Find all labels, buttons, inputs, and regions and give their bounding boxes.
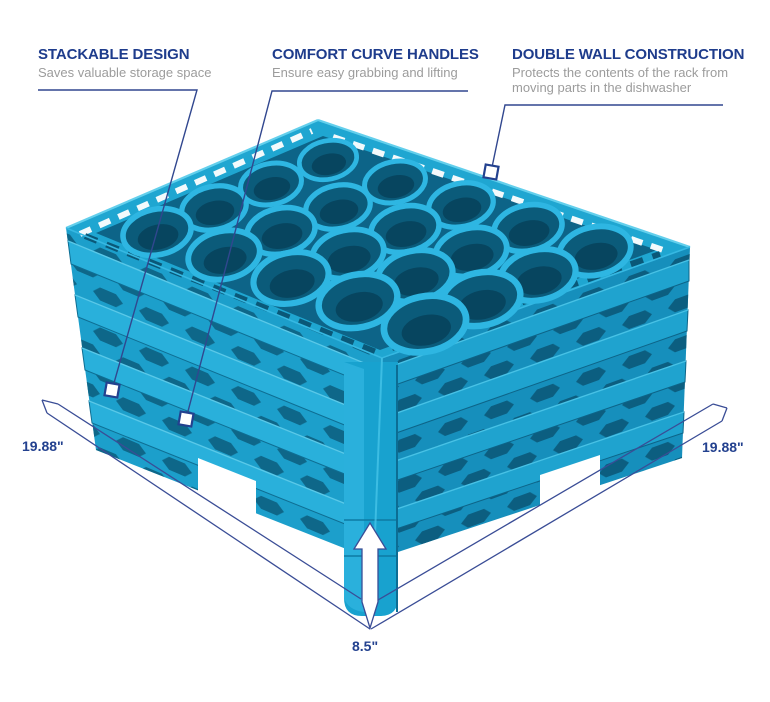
- rack-left-wall: [66, 228, 382, 560]
- callout-description: Saves valuable storage space: [38, 65, 212, 80]
- glass-rack-illustration: [65, 118, 691, 616]
- feature-marker-double-wall: [482, 163, 500, 181]
- callout-title: DOUBLE WALL CONSTRUCTION: [512, 46, 745, 63]
- dimension-arrow-right: [370, 403, 728, 630]
- callout-double-wall-construction: DOUBLE WALL CONSTRUCTION Protects the co…: [512, 46, 752, 96]
- dimension-label-bottom: 8.5": [352, 638, 379, 654]
- callout-line-double-wall: [490, 104, 723, 173]
- callout-description: Protects the contents of the rack from m…: [512, 65, 729, 96]
- rack-right-wall: [374, 247, 690, 560]
- dimension-arrow-vertical: [352, 521, 388, 631]
- callout-line-stackable: [38, 89, 198, 391]
- callout-description: Ensure easy grabbing and lifting: [272, 65, 458, 80]
- rack-corner-highlight: [373, 357, 383, 561]
- dimension-arrow-left: [41, 399, 371, 630]
- dimension-label-right: 19.88": [702, 439, 744, 455]
- feature-marker-handles: [177, 410, 195, 428]
- callout-title: COMFORT CURVE HANDLES: [272, 46, 479, 63]
- callout-line-handles: [185, 90, 468, 420]
- callout-comfort-curve-handles: COMFORT CURVE HANDLES Ensure easy grabbi…: [272, 46, 492, 80]
- callout-title: STACKABLE DESIGN: [38, 46, 190, 63]
- dimension-label-left: 19.88": [22, 438, 64, 454]
- feature-marker-stackable: [103, 381, 121, 399]
- callout-stackable-design: STACKABLE DESIGN Saves valuable storage …: [38, 46, 258, 80]
